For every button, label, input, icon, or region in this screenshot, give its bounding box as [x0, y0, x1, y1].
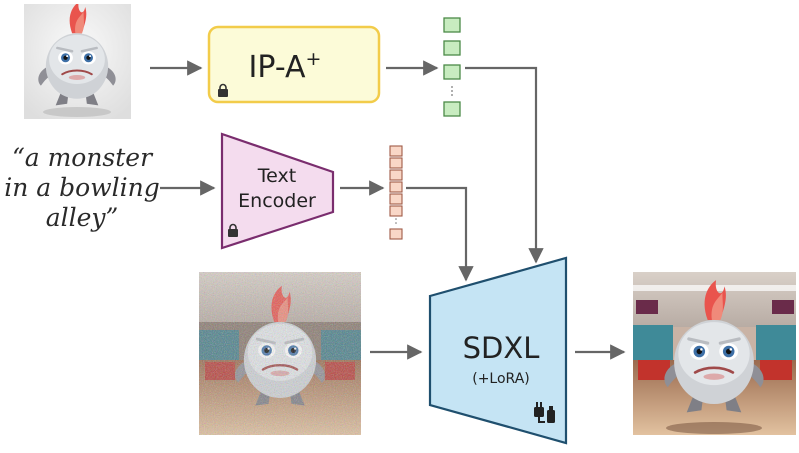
text-encoder-block: Text Encoder [220, 132, 335, 250]
ip-adapter-block: IP-A+ [207, 25, 381, 104]
data-flow-arrows [150, 60, 626, 360]
arrow-text-tokens-to-sdxl [406, 186, 474, 282]
ip-adapter-label: IP-A+ [249, 48, 322, 85]
prompt-line-3: alley” [46, 203, 119, 232]
sdxl-unet-block: SDXL (+LoRA) [428, 256, 568, 445]
text-token [389, 169, 403, 181]
lock-icon [218, 83, 228, 97]
text-token [389, 157, 403, 169]
text-token [389, 193, 403, 205]
prompt-line-1: “a monster [12, 143, 154, 172]
text-token [389, 181, 403, 193]
plug-icon [534, 402, 555, 423]
text-encoder-label-line1: Text [257, 165, 296, 187]
image-token [443, 40, 461, 56]
sdxl-sublabel: (+LoRA) [472, 371, 530, 387]
image-token [443, 17, 461, 33]
arrow-image-tokens-to-sdxl [465, 66, 544, 264]
text-prompt: “a monster in a bowling alley” [4, 143, 159, 232]
generated-output-image [633, 272, 796, 435]
noisy-latent-image [199, 272, 361, 435]
image-token-stack [443, 17, 461, 117]
text-token [389, 145, 403, 157]
sdxl-label: SDXL [463, 331, 540, 365]
text-token [389, 228, 403, 240]
image-token [443, 64, 461, 80]
prompt-line-2: in a bowling [4, 173, 159, 202]
lock-icon [228, 223, 238, 237]
text-token-stack [389, 145, 403, 240]
text-encoder-label-line2: Encoder [238, 190, 316, 212]
reference-monster-image [24, 4, 131, 119]
text-token [389, 205, 403, 217]
image-token [443, 101, 461, 117]
